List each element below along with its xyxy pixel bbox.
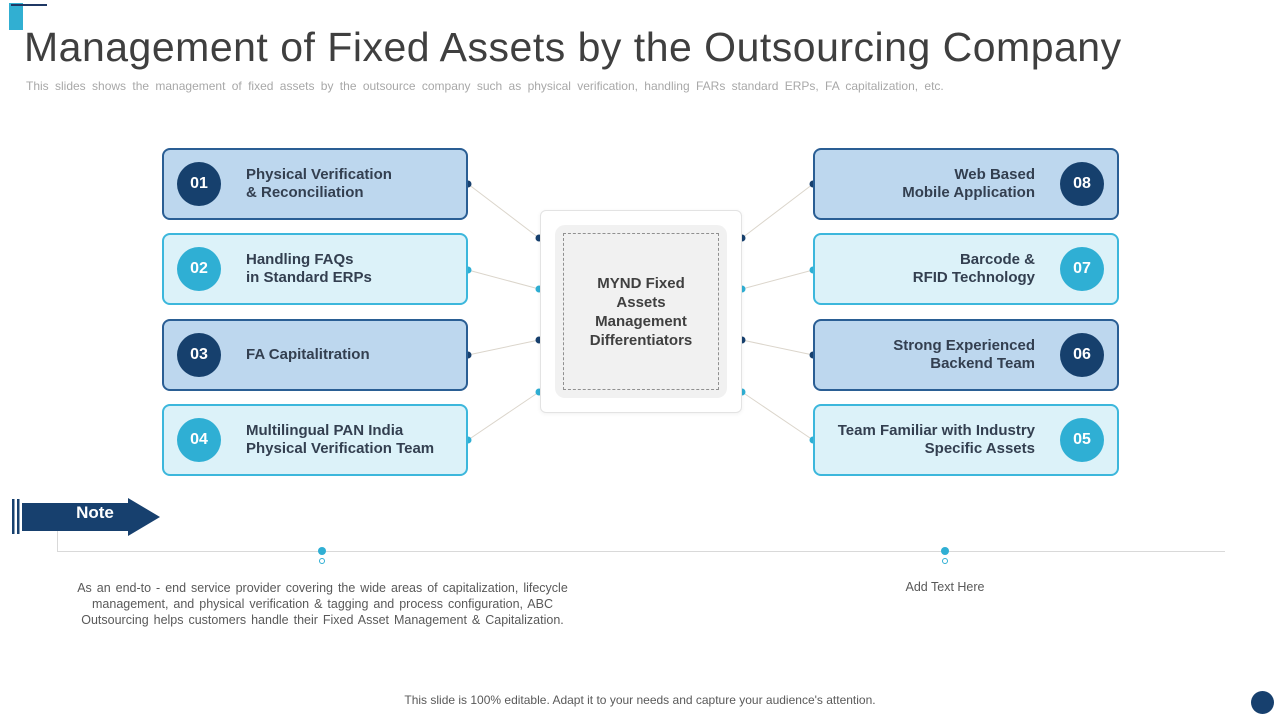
slide-footer-note: This slide is 100% editable. Adapt it to… [404,693,876,707]
corner-accent-bar [9,3,23,30]
number-badge: 08 [1060,162,1104,206]
number-badge: 03 [177,333,221,377]
feature-card-label: Web Based Mobile Application [902,166,1035,201]
center-label: MYND Fixed Assets Management Differentia… [589,274,693,349]
feature-card-04[interactable]: 04 Multilingual PAN India Physical Verif… [162,404,468,476]
corner-accent-line [11,4,47,6]
note-banner-label: Note [76,503,114,522]
feature-card-03[interactable]: 03 FA Capitalitration [162,319,468,391]
feature-card-label: Handling FAQs in Standard ERPs [246,251,372,286]
feature-card-01[interactable]: 01 Physical Verification & Reconciliatio… [162,148,468,220]
timeline-rule [57,551,1225,552]
feature-card-05[interactable]: 05 Team Familiar with Industry Specific … [813,404,1119,476]
slide-subtitle: This slides shows the management of fixe… [26,79,944,93]
number-badge: 05 [1060,418,1104,462]
timeline-ring [942,558,948,564]
feature-card-label: Physical Verification & Reconciliation [246,166,392,201]
feature-card-label: Barcode & RFID Technology [912,251,1035,286]
number-badge: 06 [1060,333,1104,377]
feature-card-label: Multilingual PAN India Physical Verifica… [246,422,435,457]
number-badge: 04 [177,418,221,462]
feature-card-07[interactable]: 07 Barcode & RFID Technology [813,233,1119,305]
add-text-placeholder[interactable]: Add Text Here [905,580,985,594]
number-badge: 07 [1060,247,1104,291]
page-title: Management of Fixed Assets by the Outsou… [24,24,1122,70]
center-differentiator-box[interactable]: MYND Fixed Assets Management Differentia… [540,210,742,413]
center-dashed-frame: MYND Fixed Assets Management Differentia… [563,233,719,390]
number-badge: 01 [177,162,221,206]
timeline-dot [318,547,326,555]
note-stem-line [57,531,58,551]
center-inner-panel: MYND Fixed Assets Management Differentia… [555,225,727,398]
feature-card-08[interactable]: 08 Web Based Mobile Application [813,148,1119,220]
feature-card-label: Strong Experienced Backend Team [893,337,1035,372]
note-banner-shape[interactable] [10,497,165,537]
feature-card-label: Team Familiar with Industry Specific Ass… [837,422,1035,457]
timeline-dot [941,547,949,555]
timeline-ring [319,558,325,564]
number-badge: 02 [177,247,221,291]
footer-navy-dot [1251,691,1274,714]
feature-card-label: FA Capitalitration [246,346,370,363]
note-body-text[interactable]: As an end-to - end service provider cove… [77,581,568,627]
feature-card-02[interactable]: 02 Handling FAQs in Standard ERPs [162,233,468,305]
feature-card-06[interactable]: 06 Strong Experienced Backend Team [813,319,1119,391]
